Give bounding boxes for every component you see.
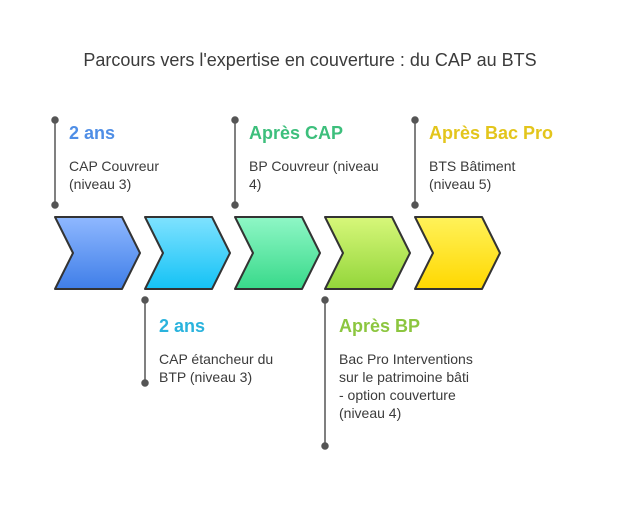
connector-dot	[321, 296, 329, 304]
step-1-title: 2 ans	[69, 123, 116, 143]
chevron-step-2	[144, 216, 231, 290]
step-5-text: BTS Bâtiment (niveau 5)	[429, 158, 516, 192]
chevron-step-5	[414, 216, 501, 290]
connector-dot	[141, 379, 149, 387]
step-4-title: Après BP	[339, 316, 421, 336]
step-3-text: BP Couvreur (niveau 4)	[249, 158, 379, 192]
step-2-title: 2 ans	[159, 316, 206, 336]
connector-dot	[51, 116, 59, 124]
step-1-text: CAP Couvreur (niveau 3)	[69, 158, 160, 192]
step-5-title: Après Bac Pro	[429, 123, 554, 143]
connector-dot	[51, 201, 59, 209]
step-3-title: Après CAP	[249, 123, 344, 143]
diagram-title: Parcours vers l'expertise en couverture …	[83, 50, 537, 70]
connector-dot	[321, 442, 329, 450]
connector-dot	[411, 201, 419, 209]
connector-dot	[141, 296, 149, 304]
step-4-text: Bac Pro Interventions sur le patrimoine …	[339, 351, 473, 421]
chevron-step-4	[324, 216, 411, 290]
chevron-step-1	[54, 216, 141, 290]
connector-dot	[231, 116, 239, 124]
step-2-text: CAP étancheur du BTP (niveau 3)	[159, 351, 274, 385]
connector-dot	[231, 201, 239, 209]
connector-dot	[411, 116, 419, 124]
chevron-step-3	[234, 216, 321, 290]
